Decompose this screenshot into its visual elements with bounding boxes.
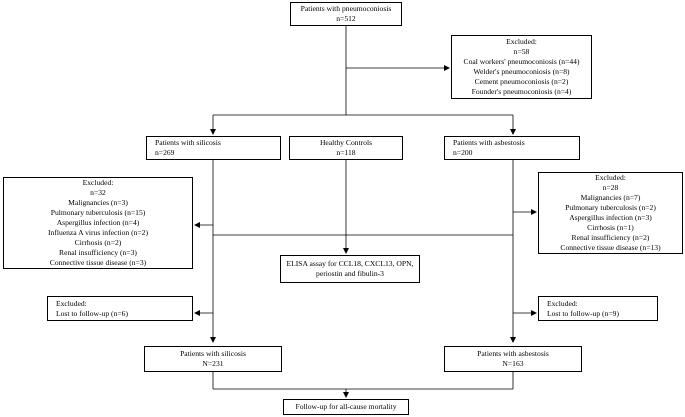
lost-asbestosis-line: Lost to follow-up (n=9) — [547, 308, 619, 318]
lost-silicosis-line: Lost to follow-up (n=6) — [56, 308, 128, 318]
excluded-silicosis-item: Cirrhosis (n=2) — [74, 238, 122, 247]
excluded-asbestosis-item: Pulmonary tuberculosis (n=2) — [565, 203, 656, 212]
excluded-asbestosis-item: Connective tissue disease (n=13) — [560, 243, 661, 252]
excluded-silicosis-item: Pulmonary tuberculosis (n=15) — [50, 208, 146, 217]
box-excluded-top: Excluded: n=58 Coal workers' pneumoconio… — [451, 35, 592, 99]
followup-line1: Follow-up for all-cause mortality — [295, 402, 397, 411]
top-line2: n=512 — [336, 14, 356, 23]
excluded-silicosis-item: Malignancies (n=3) — [68, 198, 128, 207]
elisa-line1: ELISA assay for CCL18, CXCL13, OPN, — [286, 259, 414, 268]
excluded-top-item: Founder's pneumoconiosis (n=4) — [471, 87, 572, 96]
excluded-asbestosis-item: Renal insufficiency (n=2) — [571, 233, 650, 242]
box-asbestosis-patients: Patients with asbestosis n=200 — [444, 136, 580, 160]
final-asbestosis-line2: N=163 — [502, 359, 524, 368]
final-silicosis-line1: Patients with silicosis — [180, 349, 246, 358]
excluded-asbestosis-title: Excluded: — [595, 173, 626, 182]
excluded-top-item: Cement pneumoconiosis (n=2) — [474, 77, 569, 86]
excluded-silicosis-item: Connective tissue disease (n=3) — [49, 258, 147, 267]
box-silicosis-patients: Patients with silicosis n=269 — [146, 136, 281, 160]
lost-silicosis-title: Excluded: — [56, 298, 87, 308]
excluded-silicosis-title: Excluded: — [82, 178, 114, 187]
box-lost-asbestosis: Excluded: Lost to follow-up (n=9) — [538, 296, 658, 321]
excluded-silicosis-item: Influenza A virus infection (n=2) — [47, 228, 149, 237]
excluded-silicosis-item: Aspergillus infection (n=4) — [56, 218, 140, 227]
excluded-silicosis-item: Renal insufficiency (n=3) — [59, 248, 137, 257]
silicosis-line1: Patients with silicosis — [155, 138, 221, 147]
excluded-silicosis-item: n=32 — [90, 188, 106, 197]
box-excluded-silicosis: Excluded: n=32 Malignancies (n=3) Pulmon… — [3, 177, 193, 269]
box-final-silicosis: Patients with silicosis N=231 — [144, 346, 282, 372]
excluded-top-item: Coal workers' pneumoconiosis (n=44) — [463, 57, 580, 66]
top-line1: Patients with pneumoconiosis — [300, 4, 392, 13]
box-final-asbestosis: Patients with asbestosis N=163 — [444, 346, 582, 372]
box-elisa-assay: ELISA assay for CCL18, CXCL13, OPN, peri… — [280, 255, 420, 283]
excluded-top-item: Welder's pneumoconiosis (n=8) — [473, 67, 570, 76]
elisa-line2: periostin and fibulin-3 — [316, 269, 384, 278]
asbestosis-line1: Patients with asbestosis — [453, 138, 525, 147]
excluded-asbestosis-item: Aspergillus infection (n=3) — [569, 213, 652, 222]
excluded-asbestosis-item: n=28 — [602, 183, 619, 192]
excluded-asbestosis-item: Cirrhosis (n=1) — [587, 223, 634, 232]
final-silicosis-line2: N=231 — [202, 359, 224, 368]
controls-line2: n=118 — [336, 148, 356, 157]
box-lost-silicosis: Excluded: Lost to follow-up (n=6) — [47, 296, 193, 321]
box-pneumoconiosis-patients: Patients with pneumoconiosis n=512 — [290, 2, 402, 26]
asbestosis-line2: n=200 — [453, 148, 473, 157]
controls-line1: Healthy Controls — [319, 138, 373, 147]
box-excluded-asbestosis: Excluded: n=28 Malignancies (n=7) Pulmon… — [538, 172, 683, 254]
box-healthy-controls: Healthy Controls n=118 — [289, 136, 403, 160]
final-asbestosis-line1: Patients with asbestosis — [477, 349, 549, 358]
excluded-top-item: n=58 — [513, 47, 530, 56]
box-followup-mortality: Follow-up for all-cause mortality — [283, 399, 409, 415]
excluded-top-title: Excluded: — [506, 37, 537, 46]
excluded-asbestosis-item: Malignancies (n=7) — [580, 193, 641, 202]
lost-asbestosis-title: Excluded: — [547, 298, 578, 308]
silicosis-line2: n=269 — [155, 148, 175, 157]
